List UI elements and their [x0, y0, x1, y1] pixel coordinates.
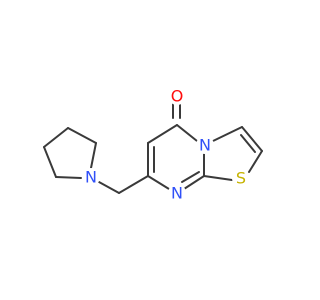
- imine-nitrogen-label: N: [171, 184, 183, 203]
- oxygen-atom: O: [168, 87, 186, 106]
- bond-s1-c8a: [203, 175, 233, 181]
- sulfur-label: S: [236, 169, 246, 188]
- bond-c3-c2-inner: [240, 134, 256, 153]
- bond-c5-c6: [147, 124, 178, 144]
- bond-ch2-n-pyrrolidine: [98, 181, 120, 194]
- bonds: [43, 103, 263, 194]
- molecule-structure-diagram: O N N S N: [43, 87, 263, 203]
- bond-n8-c8a: [183, 175, 205, 190]
- bond-c7-ch2: [118, 175, 149, 194]
- bond-pyr-c2-c3: [67, 127, 97, 144]
- sulfur-atom: S: [232, 169, 250, 188]
- pyrrolidine-nitrogen-atom: N: [82, 168, 100, 187]
- bond-pyr-c4-c5: [43, 146, 57, 178]
- ring-nitrogen-label: N: [199, 136, 211, 155]
- bond-c5-n4: [176, 124, 198, 142]
- bond-c7-n8: [147, 175, 170, 190]
- bond-pyr-n-c2: [90, 142, 97, 169]
- bond-n8-c8a-inner: [181, 171, 200, 183]
- atom-labels: O N N S N: [82, 87, 250, 203]
- bond-c2-s1: [248, 150, 263, 173]
- ring-nitrogen-atom: N: [196, 136, 214, 155]
- imine-nitrogen-atom: N: [168, 184, 186, 203]
- bond-pyr-c5-n: [55, 176, 82, 179]
- bond-n4-c3: [212, 126, 243, 142]
- bond-c3-c2: [241, 126, 263, 152]
- pyrrolidine-nitrogen-label: N: [85, 168, 97, 187]
- bond-pyr-c3-c4: [43, 127, 69, 148]
- oxygen-label: O: [171, 87, 184, 106]
